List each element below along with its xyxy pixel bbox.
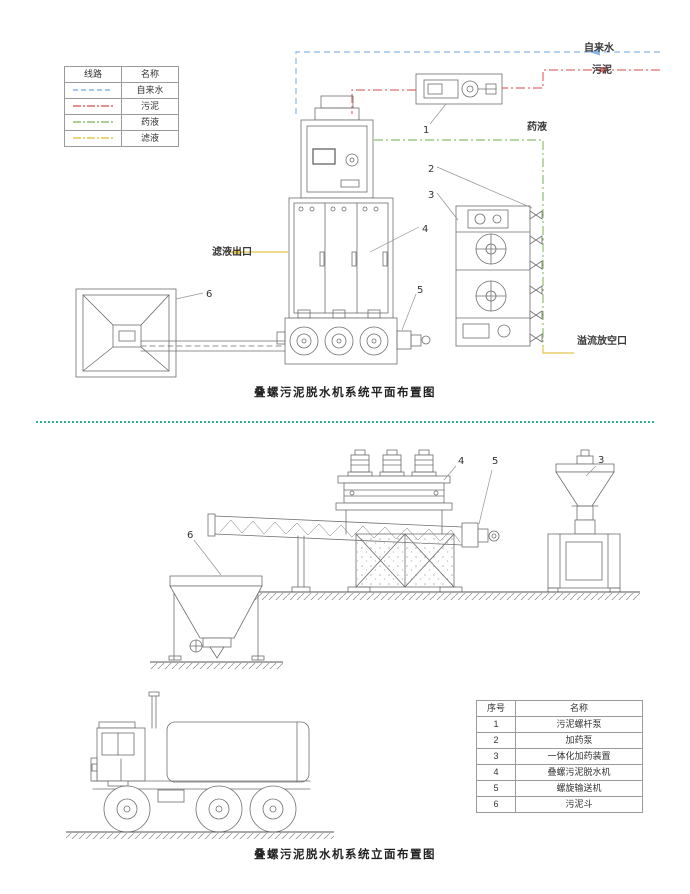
plan-pipes	[229, 48, 660, 354]
plan-callouts: 1 2 3 4 5 6	[175, 103, 533, 331]
valve-bank-icons	[529, 210, 544, 343]
chemical-line-swatch-icon	[73, 121, 113, 123]
screw-conveyor-plan	[140, 340, 286, 352]
legend-name-tap-water: 自来水	[121, 82, 179, 99]
section-divider	[36, 421, 654, 423]
parts-row: 4 叠螺污泥脱水机	[476, 764, 643, 781]
plan-view-drawing: 1 2 3 4 5 6	[75, 48, 660, 378]
legend-row: 药液	[64, 114, 179, 131]
dosing-device-plan	[455, 205, 544, 347]
parts-row: 2 加药泵	[476, 732, 643, 749]
part-name: 叠螺污泥脱水机	[515, 764, 643, 781]
tap-water-line-swatch-icon	[73, 89, 113, 91]
parts-row: 6 污泥斗	[476, 796, 643, 813]
part-name: 加药泵	[515, 732, 643, 749]
legend-header-row: 线路 名称	[64, 66, 179, 83]
sludge-line-swatch-icon	[73, 105, 113, 107]
legend-name-sludge: 污泥	[121, 98, 179, 115]
elevation-callout-3: 3	[598, 455, 604, 466]
sludge-pump-plan	[415, 73, 503, 105]
legend-name-chemical: 药液	[121, 114, 179, 131]
sludge-line-out	[351, 89, 416, 114]
sludge-line-in	[502, 69, 660, 89]
part-no: 5	[476, 780, 516, 797]
sludge-hopper-plan	[75, 288, 177, 378]
plan-caption: 叠螺污泥脱水机系统平面布置图	[254, 387, 436, 399]
part-no: 4	[476, 764, 516, 781]
chemical-line	[374, 139, 544, 346]
dewatering-machine-plan	[276, 95, 431, 365]
plan-callout-5: 5	[417, 285, 423, 296]
ground-line-truck	[66, 831, 334, 839]
label-sludge: 污泥	[592, 65, 612, 76]
sludge-hopper-elevation	[168, 575, 265, 661]
plan-callout-6: 6	[206, 289, 212, 300]
filtrate-arrow-icon	[229, 248, 240, 256]
truck	[90, 691, 311, 833]
legend-col-name: 名称	[121, 66, 179, 83]
elevation-callout-5: 5	[492, 456, 498, 467]
plan-callout-4: 4	[422, 224, 428, 235]
parts-col-name: 名称	[515, 700, 643, 717]
label-filtrate-outlet: 滤液出口	[212, 247, 252, 258]
ground-line-main	[196, 591, 640, 600]
machine-support-stand	[347, 533, 463, 593]
elevation-callout-6: 6	[187, 530, 193, 541]
elevation-caption: 叠螺污泥脱水机系统立面布置图	[254, 849, 436, 861]
legend-name-filtrate: 滤液	[121, 130, 179, 147]
tap-water-line	[295, 51, 660, 114]
label-tap-water: 自来水	[584, 43, 614, 54]
legend-col-line: 线路	[64, 66, 122, 83]
filtrate-line-swatch-icon	[73, 137, 113, 139]
part-name: 污泥螺杆泵	[515, 716, 643, 733]
elevation-view-drawing: 4 5 3 6	[66, 449, 640, 839]
plan-callout-3: 3	[428, 190, 434, 201]
dewatering-machine-elevation	[335, 449, 453, 535]
parts-col-no: 序号	[476, 700, 516, 717]
legend-table: 线路 名称 自来水 污泥 药液 滤液	[64, 66, 179, 147]
overflow-line	[542, 346, 574, 354]
part-no: 2	[476, 732, 516, 749]
part-name: 污泥斗	[515, 796, 643, 813]
parts-header-row: 序号 名称	[476, 700, 643, 717]
part-name: 螺旋输送机	[515, 780, 643, 797]
part-no: 1	[476, 716, 516, 733]
part-no: 3	[476, 748, 516, 765]
ground-line-hopper	[150, 661, 283, 669]
label-chemical: 药液	[527, 122, 547, 133]
dosing-device-elevation	[547, 449, 621, 593]
elevation-callouts: 4 5 3 6	[187, 455, 604, 576]
legend-row: 自来水	[64, 82, 179, 99]
elevation-callout-4: 4	[458, 456, 464, 467]
part-no: 6	[476, 796, 516, 813]
parts-table: 序号 名称 1 污泥螺杆泵 2 加药泵 3 一体化加药装置 4 叠螺污泥脱水机 …	[476, 700, 643, 813]
parts-row: 1 污泥螺杆泵	[476, 716, 643, 733]
plan-callout-2: 2	[428, 164, 434, 175]
legend-row: 污泥	[64, 98, 179, 115]
part-name: 一体化加药装置	[515, 748, 643, 765]
sludge-arrow-icon	[595, 66, 606, 74]
tap-water-arrow-icon	[589, 48, 600, 56]
parts-row: 3 一体化加药装置	[476, 748, 643, 765]
parts-row: 5 螺旋输送机	[476, 780, 643, 797]
plan-callout-1: 1	[423, 125, 429, 136]
label-overflow-drain: 溢流放空口	[577, 336, 627, 347]
legend-row: 滤液	[64, 130, 179, 147]
